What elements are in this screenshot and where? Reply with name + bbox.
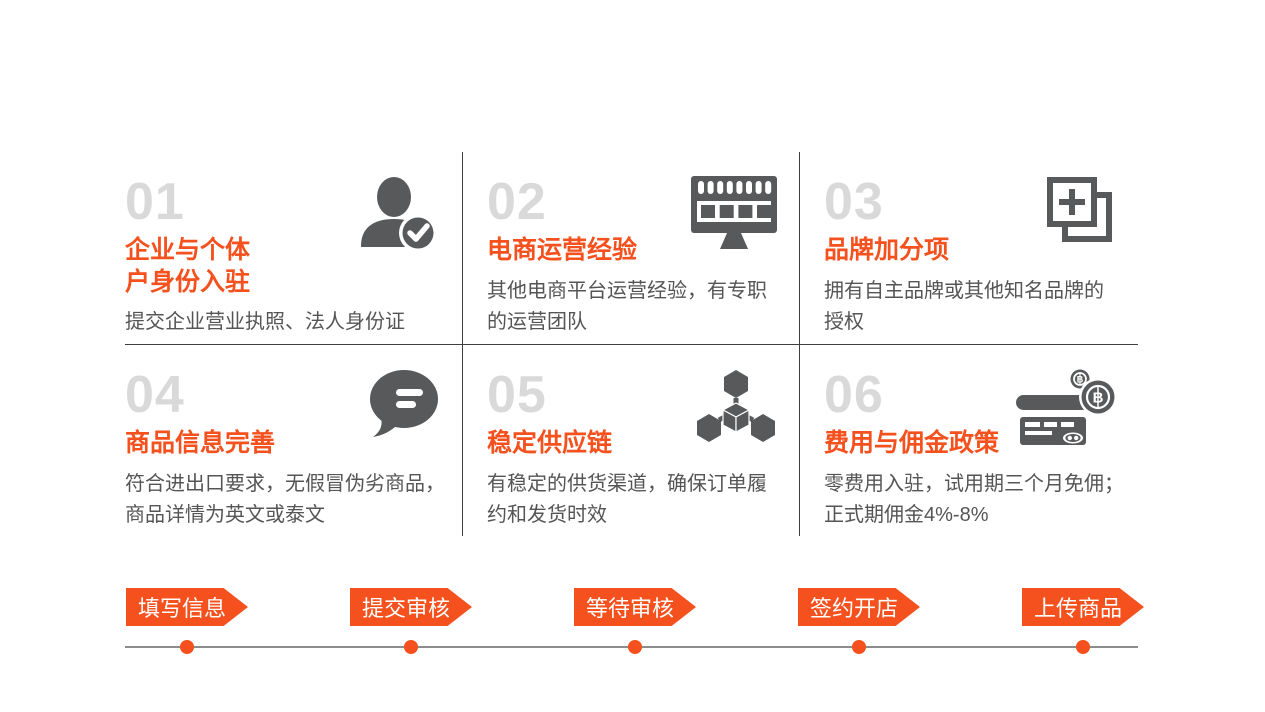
brand-plus-icon — [1046, 176, 1116, 246]
timeline-dot — [1076, 640, 1090, 654]
timeline-dot — [852, 640, 866, 654]
step-description: 零费用入驻，试用期三个月免佣； 正式期佣金4%-8% — [824, 472, 1124, 527]
step-card-04: 04 商品信息完善 符合进出口要求，无假冒伪劣商品， 商品详情为英文或泰文 — [125, 345, 463, 536]
supply-network-icon — [695, 369, 777, 449]
step-card-01: 01 企业与个体 户身份入驻 提交企业营业执照、法人身份证 — [125, 152, 463, 345]
flow-step-label: 提交审核 — [350, 588, 472, 626]
step-number: 05 — [487, 366, 547, 424]
flow-step-label: 等待审核 — [574, 588, 696, 626]
step-description: 其他电商平台运营经验，有专职 的运营团队 — [487, 279, 767, 334]
step-description: 提交企业营业执照、法人身份证 — [125, 311, 405, 333]
step-number: 03 — [824, 173, 884, 231]
step-card-03: 03 品牌加分项 拥有自主品牌或其他知名品牌的 授权 — [800, 152, 1138, 345]
step-description: 拥有自主品牌或其他知名品牌的 授权 — [824, 279, 1104, 334]
step-description: 有稳定的供货渠道，确保订单履 约和发货时效 — [487, 472, 767, 527]
step-number: 01 — [125, 173, 185, 231]
step-title: 电商运营经验 — [487, 236, 638, 264]
step-number: 04 — [125, 366, 185, 424]
flow-step-label: 签约开店 — [798, 588, 920, 626]
timeline-dot — [180, 640, 194, 654]
step-title: 商品信息完善 — [125, 429, 276, 457]
requirements-grid: 01 企业与个体 户身份入驻 提交企业营业执照、法人身份证 02 — [125, 152, 1138, 536]
step-description: 符合进出口要求，无假冒伪劣商品， 商品详情为英文或泰文 — [125, 472, 445, 527]
step-card-05: 05 稳定供应链 有稳定的供货渠道，确保订单履 约和发货时效 — [463, 345, 800, 536]
user-verified-icon — [358, 176, 440, 256]
step-title: 品牌加分项 — [824, 236, 950, 264]
timeline-dot — [628, 640, 642, 654]
step-card-06: 06 B B — [800, 345, 1138, 536]
step-number: 02 — [487, 173, 547, 231]
storefront-monitor-icon — [691, 176, 777, 252]
timeline-dot — [404, 640, 418, 654]
flow-step-label: 上传商品 — [1022, 588, 1144, 626]
step-number: 06 — [824, 366, 884, 424]
chat-bubble-icon — [366, 369, 440, 441]
step-title: 费用与佣金政策 — [824, 429, 1000, 457]
flow-step-label: 填写信息 — [126, 588, 248, 626]
step-card-02: 02 电商运营经验 其他电商平台运营经验，有专职 的运营团队 — [463, 152, 800, 345]
step-title: 企业与个体 户身份入驻 — [125, 236, 251, 296]
step-title: 稳定供应链 — [487, 429, 613, 457]
card-coins-icon: B B — [1016, 369, 1116, 453]
